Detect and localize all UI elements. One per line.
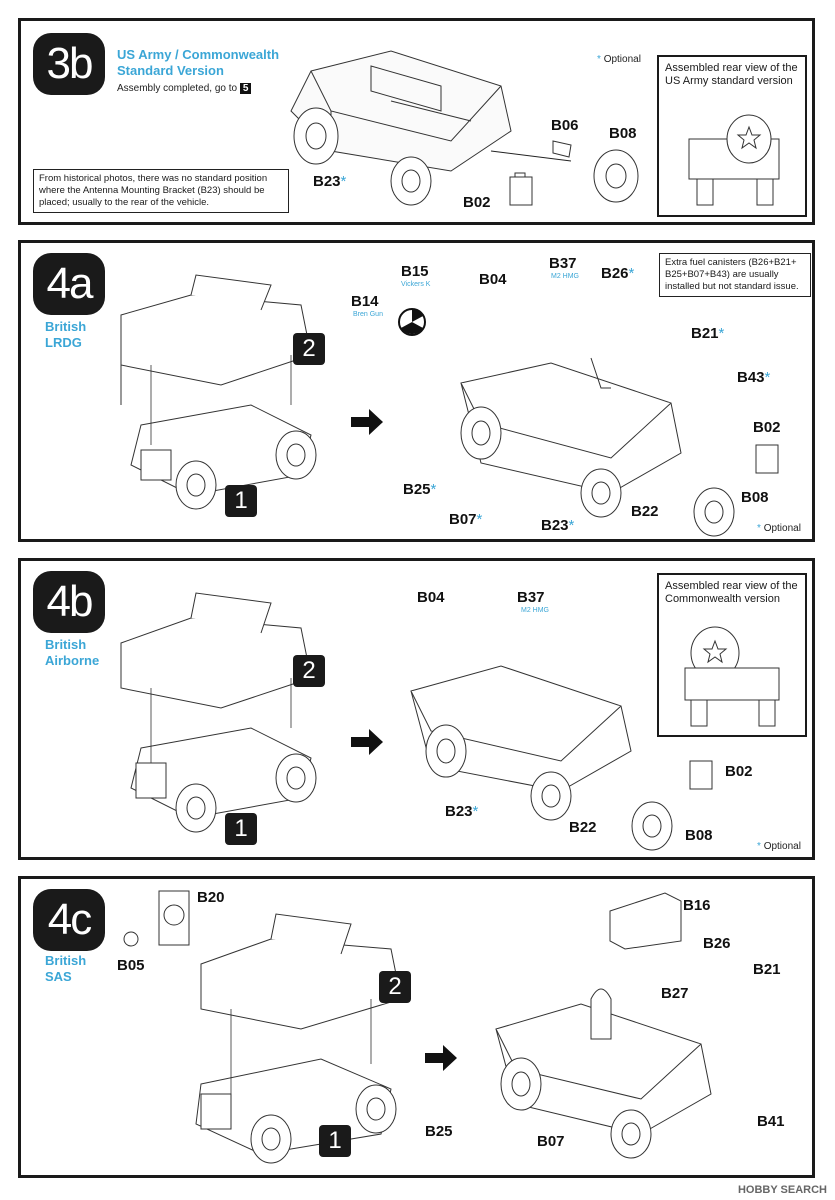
part-label-b26: B26 <box>703 935 731 952</box>
rear-view-title: Assembled rear view of the Commonwealth … <box>665 580 798 605</box>
part-label-b08: B08 <box>609 125 637 142</box>
part-label-b22: B22 <box>569 819 597 836</box>
step-badge-3b: 3b <box>33 33 105 95</box>
watermark: HOBBY SEARCH <box>737 1184 827 1196</box>
fuel-canister-note: Extra fuel canisters (B26+B21+ B25+B07+B… <box>659 253 811 297</box>
spare-wheel-b08-icon <box>593 149 639 203</box>
jeep-body-tub-illustration <box>120 274 317 510</box>
panel-title-line2: Standard Version <box>117 63 224 78</box>
part-label-b22: B22 <box>631 503 659 520</box>
sub-step-2-badge: 2 <box>293 655 325 687</box>
part-sublabel-m2hmg: M2 HMG <box>521 607 549 614</box>
jeep-rear-view-illustration <box>684 626 780 727</box>
panel-step-4c: 4c British SAS B20 B05 1 2 <box>18 876 815 1178</box>
optional-legend: * Optional <box>757 841 801 852</box>
next-arrow-icon <box>425 1045 457 1071</box>
panel-title-line2: SAS <box>45 969 72 984</box>
panel-step-4a: 4a British LRDG 1 2 B15 Vickers <box>18 240 815 542</box>
part-label-b21: B21* <box>691 325 725 342</box>
part-label-b07: B07 <box>537 1133 565 1150</box>
part-label-b25: B25* <box>403 481 437 498</box>
part-label-b15: B15 <box>401 263 429 280</box>
panel-title-line1: British <box>45 637 87 652</box>
part-label-b16: B16 <box>683 897 711 914</box>
next-arrow-icon <box>351 409 383 435</box>
part-label-b08: B08 <box>685 827 713 844</box>
part-label-b21: B21 <box>753 961 781 978</box>
jerrycan-b02-icon <box>689 760 713 790</box>
part-label-b26: B26* <box>601 265 635 282</box>
part-sublabel-m2hmg: M2 HMG <box>551 273 579 280</box>
airborne-jeep-illustration <box>410 665 632 821</box>
jeep-rear-view-illustration <box>688 114 780 206</box>
panel-title-line1: US Army / Commonwealth <box>117 47 280 62</box>
sub-step-1-badge: 1 <box>225 813 257 845</box>
knob-b05-icon <box>123 931 139 947</box>
step-badge-4c: 4c <box>33 889 105 951</box>
step-badge-4b: 4b <box>33 571 105 633</box>
jeep-assembly-illustration <box>290 50 572 206</box>
part-label-b27: B27 <box>661 985 689 1002</box>
part-label-b43: B43* <box>737 369 771 386</box>
sas-jeep-illustration <box>495 988 712 1159</box>
lrdg-jeep-illustration <box>460 357 682 518</box>
roundel-icon <box>398 308 426 336</box>
part-label-b14: B14 <box>351 293 379 310</box>
goto-step-badge[interactable]: 5 <box>239 83 252 94</box>
part-label-b08: B08 <box>741 489 769 506</box>
sub-step-2-badge: 2 <box>293 333 325 365</box>
wheel-b08-icon <box>631 801 673 851</box>
panel-title-line2: LRDG <box>45 335 82 350</box>
part-label-b37: B37 <box>549 255 577 272</box>
panel-title-line1: British <box>45 953 87 968</box>
part-label-b04: B04 <box>417 589 445 606</box>
rack-b16-icon <box>609 892 682 950</box>
wheel-b08-icon <box>693 487 735 537</box>
jerrycan-b02-icon <box>509 172 533 206</box>
part-label-b07: B07* <box>449 511 483 528</box>
optional-legend: * Optional <box>597 54 641 65</box>
rear-view-box-us: Assembled rear view of the US Army stand… <box>657 55 807 217</box>
jeep-body-tub-illustration <box>195 913 402 1164</box>
rear-view-title: Assembled rear view of the US Army stand… <box>665 62 798 87</box>
panel-title-line2: Airborne <box>45 653 100 668</box>
part-label-b06: B06 <box>551 117 579 134</box>
step-badge-4a: 4a <box>33 253 105 315</box>
part-label-b02: B02 <box>463 194 491 211</box>
bracket-b06-icon <box>552 140 572 158</box>
panel-step-3b: 3b US Army / Commonwealth Standard Versi… <box>18 18 815 225</box>
part-label-b25: B25 <box>425 1123 453 1140</box>
jeep-body-tub-illustration <box>120 592 317 833</box>
rear-view-box-commonwealth: Assembled rear view of the Commonwealth … <box>657 573 807 737</box>
part-label-b23: B23* <box>541 517 575 534</box>
jerrycan-b02-icon <box>755 444 779 474</box>
sub-step-1-badge: 1 <box>319 1125 351 1157</box>
panel-title-line1: British <box>45 319 87 334</box>
next-arrow-icon <box>351 729 383 755</box>
part-label-b02: B02 <box>753 419 781 436</box>
part-label-b05: B05 <box>117 957 145 974</box>
sub-step-1-badge: 1 <box>225 485 257 517</box>
part-label-b04: B04 <box>479 271 507 288</box>
optional-legend: * Optional <box>757 523 801 534</box>
part-label-b02: B02 <box>725 763 753 780</box>
part-label-b23: B23* <box>313 173 347 190</box>
part-sublabel-bren: Bren Gun <box>353 311 383 318</box>
part-label-b41: B41 <box>757 1113 785 1130</box>
bracket-b20-icon <box>158 890 190 946</box>
antenna-history-note: From historical photos, there was no sta… <box>33 169 289 213</box>
panel-step-4b: 4b British Airborne 1 2 B04 B37 M2 HMG B… <box>18 558 815 860</box>
part-label-b23: B23* <box>445 803 479 820</box>
part-label-b37: B37 <box>517 589 545 606</box>
sub-step-2-badge: 2 <box>379 971 411 1003</box>
part-sublabel-vickers: Vickers K <box>401 281 431 288</box>
optional-star-icon: * <box>340 173 347 190</box>
part-label-b20: B20 <box>197 889 225 906</box>
assembly-note: Assembly completed, go to 5 <box>117 83 252 95</box>
